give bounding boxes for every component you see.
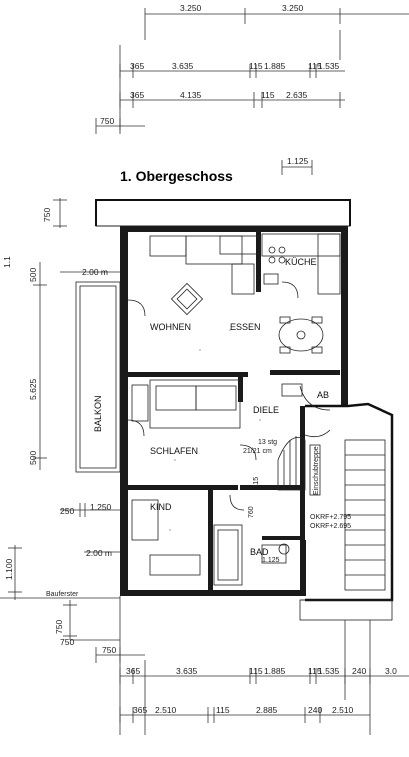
- bauferster-label: Bauferster: [46, 591, 79, 598]
- dim-top-4a: 750: [100, 116, 114, 126]
- dim-top-1a: 3.250: [180, 3, 202, 13]
- okrf-1: OKRF+2.795: [310, 514, 351, 521]
- room-essen: ESSEN: [230, 322, 261, 332]
- furniture: [127, 233, 341, 586]
- dim-bot-2e: 240: [308, 705, 322, 715]
- dim-bot-2b: 2.510: [155, 705, 177, 715]
- dim-1100: 1.100: [4, 558, 14, 580]
- room-balkon: BALKON: [93, 395, 103, 432]
- dim-bot-1c: 115: [249, 666, 263, 676]
- dim-bot-1h: 3.0: [385, 666, 397, 676]
- dim-500-upper: 500: [28, 268, 38, 282]
- dim-bot-2d: 2.885: [256, 705, 278, 715]
- dim-bot-2f: 2.510: [332, 705, 354, 715]
- dim-1125-top: 1.125: [287, 156, 309, 166]
- dim-top-2f: 1.535: [318, 61, 340, 71]
- dim-top-2e: 115: [308, 61, 322, 71]
- einschubtreppe-label: Einschubtreppe: [313, 446, 320, 495]
- dim-bot-1g: 240: [352, 666, 366, 676]
- dim-top-2c: 115: [249, 61, 263, 71]
- dim-200-upper: 2.00 m: [82, 267, 108, 277]
- annotations: 13 stg 21/21 cm OKRF+2.795 OKRF+2.695 1.…: [243, 439, 351, 564]
- plan-title: 1. Obergeschoss: [120, 168, 233, 184]
- left-dimension-chains: 750 1.1 500 5.625 500 2.00 m 250 1.250 2…: [0, 198, 145, 663]
- dim-bot-2c: 115: [216, 705, 230, 715]
- dim-bot-1f: 1.535: [318, 666, 340, 676]
- room-kueche: KÜCHE: [285, 257, 317, 267]
- dim-bot-1d: 1.885: [264, 666, 286, 676]
- door-dim-760: 760: [248, 506, 255, 518]
- dim-250: 250: [60, 506, 74, 516]
- dim-bot-1b: 3.635: [176, 666, 198, 676]
- dim-bot-2a: 365: [133, 705, 147, 715]
- dim-top-3b: 4.135: [180, 90, 202, 100]
- door-dim-115: 115: [253, 477, 260, 488]
- dim-500-lower: 500: [28, 451, 38, 465]
- room-kind: KIND: [150, 502, 172, 512]
- bad-dim: 1.125: [262, 557, 280, 564]
- dim-750-bottom: 750: [102, 645, 116, 655]
- dim-bot-1e: 115: [308, 666, 322, 676]
- dim-top-2d: 1.885: [264, 61, 286, 71]
- dim-top-1b: 3.250: [282, 3, 304, 13]
- dim-200-lower: 2.00 m: [86, 548, 112, 558]
- dim-top-3a: 365: [130, 90, 144, 100]
- room-wohnen: WOHNEN: [150, 322, 191, 332]
- room-ab: AB: [317, 390, 329, 400]
- dim-750-lower1: 750: [54, 620, 64, 634]
- room-bad: BAD: [250, 547, 269, 557]
- room-diele: DIELE: [253, 405, 279, 415]
- dim-750-lower2: 750: [60, 637, 74, 647]
- dim-top-2a: 365: [130, 61, 144, 71]
- dim-5625: 5.625: [28, 378, 38, 400]
- dim-bot-1a: 365: [126, 666, 140, 676]
- dim-11-left: 1.1: [2, 256, 12, 268]
- stairs-steps: 13 stg: [258, 439, 277, 446]
- bottom-dimension-chains: 365 3.635 115 1.885 115 1.535 240 3.0 36…: [119, 596, 409, 735]
- balcony: BALKON: [75, 281, 121, 473]
- top-dimension-chains: 3.250 3.250 365 3.635 115 1.885 115 1.53…: [95, 3, 409, 134]
- okrf-2: OKRF+2.695: [310, 523, 351, 530]
- dim-top-3d: 2.635: [286, 90, 308, 100]
- dim-1250: 1.250: [90, 502, 112, 512]
- room-schlafen: SCHLAFEN: [150, 446, 198, 456]
- dim-top-3c: 115: [261, 90, 275, 100]
- walls: [95, 199, 394, 621]
- dim-top-2b: 3.635: [172, 61, 194, 71]
- room-labels: KÜCHE WOHNEN ESSEN AB DIELE SCHLAFEN KIN…: [150, 257, 329, 557]
- stairs-ratio: 21/21 cm: [243, 448, 272, 455]
- dim-750-left: 750: [42, 208, 52, 222]
